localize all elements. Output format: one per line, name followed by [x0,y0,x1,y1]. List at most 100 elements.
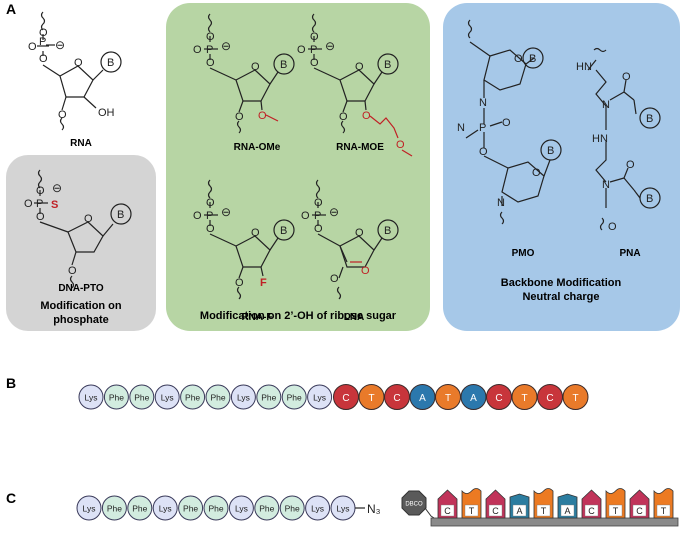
oligo-c-nucleotide-label: A [564,506,570,516]
lna-o-top: O [314,197,323,209]
dna-pto-label: DNA-PTO [58,283,104,294]
oligo-c-label-box [488,504,503,517]
oligo-c-nucleotide-label: C [492,506,499,516]
peptide-b-residue-label: Lys [161,393,174,403]
peptide-b-residue-label: Phe [210,393,225,403]
pmo-ring-o-2: O [532,167,541,179]
moe-p: P [310,44,317,56]
lna-structure [312,179,399,300]
lna-3o: O [330,273,339,285]
oligo-c-nucleotide-label: T [613,506,619,516]
pmo-amine-n: N [457,122,465,134]
oligo-c-label-box [464,504,479,517]
oligo-c-nucleotide-label: T [661,506,667,516]
sugar-caption: Modification on 2’-OH of ribose sugar [200,310,397,322]
peptide-b-residue-label: Phe [134,393,149,403]
ome-base: B [280,59,287,71]
pto-s-atom: S [51,199,58,211]
moe-o-bottom: O [310,57,319,69]
pto-base: B [117,209,124,221]
pna-base-1: B [646,113,653,125]
pna-co-2: O [626,159,635,171]
phosphate-mod-box [6,155,156,331]
peptide-c-residue-label: Phe [107,504,122,514]
rna-o-bottom: O [39,53,48,65]
rna-moe-label: RNA-MOE [336,142,384,153]
moe-ether-o: O [396,139,405,151]
f-o-bottom: O [206,223,215,235]
phosphate-caption-line1: Modification on [40,300,122,312]
pmo-label: PMO [512,248,535,259]
ome-3o: O [235,111,244,123]
lna-bridge-o: O [361,265,370,277]
peptide-b-residue-label: Phe [261,393,276,403]
oligo-c-nucleotide-label: C [444,506,451,516]
f-p: P [206,210,213,222]
peptide-b-residue [307,384,333,410]
lna-minus: ⊖ [329,205,339,219]
moe-ring-o: O [355,61,364,73]
pmo-base-2: B [547,145,554,157]
f-ring-o: O [251,227,260,239]
rna-2oh: OH [98,107,115,119]
ome-2o: O [258,110,267,122]
lna-o-left: O [301,210,310,222]
oligo-c-label-box [440,504,455,517]
oligo-c-label-box [608,504,623,517]
azide-label: N₃ [367,502,381,516]
pmo-link-o: O [479,146,488,158]
rna-f-label: RNA-F [241,312,272,323]
rna-o-left: O [28,41,37,53]
oligo-b-nucleotide-label: T [445,393,451,404]
oligo-c-label-box [560,504,575,517]
ome-o-bottom: O [206,57,215,69]
oligo-c-nucleotide-label: C [636,506,643,516]
f-o-top: O [206,197,215,209]
pna-base-2: B [646,193,653,205]
f-o-left: O [193,210,202,222]
pna-n-2: N [602,179,610,191]
moe-o-left: O [297,44,306,56]
rna-structure [37,11,122,131]
moe-minus: ⊖ [325,39,335,53]
oligo-b-nucleotide-label: A [419,393,426,404]
rna-label: RNA [70,138,92,149]
peptide-c-residue [76,495,102,521]
dbco-group [401,490,427,516]
rna-3o: O [58,109,67,121]
peptide-c-residue [305,495,331,521]
f-fluoro: F [260,277,267,289]
oligo-c-label-box [584,504,599,517]
pmo-ring-o-1: O [514,53,523,65]
peptide-b-residue-label: Lys [313,393,326,403]
oligo-b-nucleotide-label: T [572,393,578,404]
f-base: B [280,225,287,237]
peptide-c-residue [203,495,229,521]
pto-ring-o: O [84,213,93,225]
peptide-b-residue [205,384,231,410]
ome-o-top: O [206,31,215,43]
oligo-backbone-strip [430,517,679,527]
f-minus: ⊖ [221,205,231,219]
pna-label: PNA [619,248,640,259]
peptide-b-residue-label: Phe [185,393,200,403]
pna-hn-top: HN [576,61,592,73]
oligo-b-nucleotide-label: C [342,393,349,404]
oligo-b-nucleotide-label: A [470,393,477,404]
peptide-b-residue [154,384,180,410]
pna-structure [587,47,661,231]
moe-o-top: O [310,31,319,43]
pmo-base-1: B [529,53,536,65]
pmo-p: P [479,122,486,134]
peptide-c-residue [279,495,305,521]
peptide-c-residue [178,495,204,521]
moe-3o: O [339,111,348,123]
peptide-c-residue-label: Lys [83,504,96,514]
backbone-caption-line2: Neutral charge [522,291,599,303]
peptide-c-residue [254,495,280,521]
oligo-b-nucleotide-label: C [393,393,400,404]
pto-o-top: O [36,185,45,197]
peptide-b-residue [230,384,256,410]
dna-pto-structure [34,169,132,289]
